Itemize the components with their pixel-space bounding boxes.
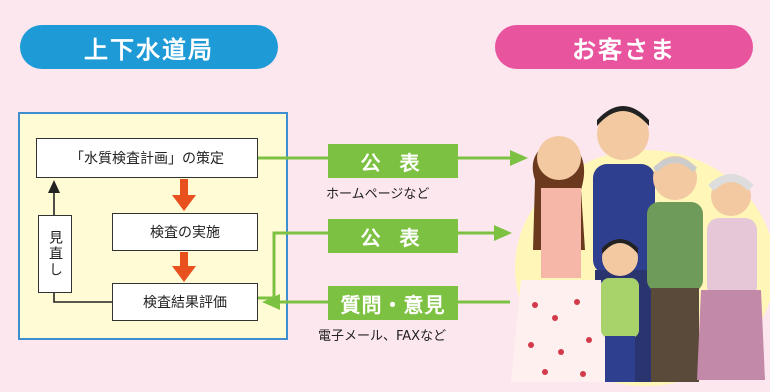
- green-arrowhead-1: [510, 150, 528, 166]
- green-arrow-publish-2: [258, 231, 496, 300]
- child-figure: [601, 239, 639, 382]
- green-arrowhead-2: [494, 225, 512, 241]
- review-loop-line: [53, 192, 112, 303]
- review-loop-arrowhead: [48, 180, 60, 193]
- evaluate-step-box: 検査結果評価: [112, 283, 258, 321]
- review-step-box: 見直し: [38, 215, 72, 293]
- water-bureau-header: 上下水道局: [20, 25, 278, 69]
- publish-note: ホームページなど: [326, 187, 430, 202]
- green-arrowhead-3: [262, 294, 280, 310]
- customers-header: お客さま: [495, 25, 753, 69]
- mother-figure: [511, 136, 611, 382]
- grandmother-figure: [697, 174, 765, 380]
- orange-arrow-exec-to-eval: [172, 252, 196, 282]
- feedback-label: 質問・意見: [328, 286, 458, 320]
- publish-label-1: 公 表: [328, 144, 458, 178]
- customer-family-illustration: [511, 106, 770, 386]
- execute-step-box: 検査の実施: [112, 213, 258, 251]
- publish-label-2: 公 表: [328, 219, 458, 253]
- grandfather-figure: [647, 156, 703, 382]
- feedback-note: 電子メール、FAXなど: [318, 329, 447, 344]
- orange-arrow-plan-to-exec: [172, 179, 196, 211]
- plan-step-box: 「水質検査計画」の策定: [36, 138, 258, 178]
